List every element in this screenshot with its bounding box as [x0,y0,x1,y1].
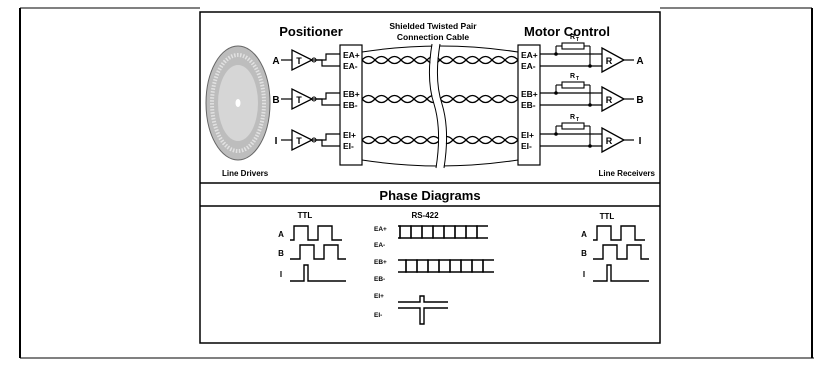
rs422-label-ei-neg: EI- [374,312,382,319]
pos-pin-left: EA+ [343,50,360,60]
cable-break-gap [429,43,447,169]
neg-pin-left: EI- [343,141,354,151]
pos-pin-left: EB+ [343,89,360,99]
ttl-wave-i [290,264,346,282]
pos-pin-left: EI+ [343,130,356,140]
driver-symbol: T [296,136,302,146]
junction-dot [588,144,592,148]
pos-pin-right: EI+ [521,130,534,140]
rs422-wave-eb-pos [398,259,494,273]
driver-symbol: T [296,56,302,66]
receiver-triangle [601,126,626,154]
cable-title-line2: Connection Cable [397,32,470,42]
receiver-symbol: R [606,56,613,66]
line-receivers-caption: Line Receivers [599,169,656,178]
driver-triangle [291,128,314,152]
termination-resistor [561,122,585,130]
encoder-disk [205,45,271,161]
rs422-wave-ei-neg [398,307,448,325]
neg-pin-left: EA- [343,61,358,71]
ttl-left-title: TTL [298,211,313,220]
ttl-label-b: B [581,249,587,258]
driver-out-neg [316,59,340,67]
driver-out-neg [316,139,340,147]
receiver-triangle [601,85,626,113]
resistor-subscript: T [576,76,579,82]
ttl-right-title: TTL [600,212,615,221]
receiver-triangle [601,46,626,74]
junction-dot [554,52,558,56]
resistor-label: R [570,34,575,41]
ttl-label-a: A [581,230,587,239]
cable-break-left [428,43,440,169]
driver-triangle [291,48,314,72]
rs422-label-eb-neg: EB- [374,276,385,283]
ttl-label-a: A [278,230,284,239]
twisted-wire-b [361,55,519,65]
ttl-wave-b [290,244,346,260]
neg-pin-left: EB- [343,100,358,110]
ttl-label-i: I [583,270,585,279]
pos-pin-right: EA+ [521,50,538,60]
output-label: I [639,136,642,147]
rs422-title: RS-422 [411,211,439,220]
receiver-symbol: R [606,136,613,146]
ttl-wave-a [593,225,645,241]
rs422-wave-ei-pos [398,295,448,303]
rs422-label-ea-negpos: EA+ [374,226,387,233]
resistor-label: R [570,73,575,80]
driver-out-neg [316,98,340,106]
neg-pin-right: EB- [521,100,536,110]
cable-title-line1: Shielded Twisted Pair [389,21,477,31]
junction-dot [588,64,592,68]
rs422-wave-ea-pos [398,225,488,239]
rs422-label-ea-neg: EA- [374,242,385,249]
motor-control-title: Motor Control [524,24,610,39]
ttl-wave-a [290,225,342,241]
driver-symbol: T [296,95,302,105]
output-label: A [636,56,643,67]
rs422-wave-ea-neg [398,225,488,239]
input-label: I [275,136,278,147]
resistor-subscript: T [576,117,579,123]
rs422-wave-eb-neg [398,259,494,273]
junction-dot [588,103,592,107]
phase-diagrams-title: Phase Diagrams [379,188,480,203]
termination-resistor [561,81,585,89]
neg-pin-right: EI- [521,141,532,151]
disk-hub [235,99,241,107]
resistor-subscript: T [576,37,579,43]
line-drivers-caption: Line Drivers [222,169,269,178]
ttl-label-b: B [278,249,284,258]
positioner-title: Positioner [279,24,343,39]
output-label: B [636,95,643,106]
ttl-wave-i [593,264,649,282]
ttl-wave-b [593,244,649,260]
ttl-label-i: I [280,270,282,279]
pos-pin-right: EB+ [521,89,538,99]
receiver-symbol: R [606,95,613,105]
junction-dot [554,132,558,136]
junction-dot [554,91,558,95]
termination-resistor [561,42,585,50]
neg-pin-right: EA- [521,61,536,71]
cable-break-right [436,43,448,169]
input-label: A [272,56,279,67]
input-label: B [272,95,279,106]
driver-triangle [291,87,314,111]
rs422-label-ei-negpos: EI+ [374,293,384,300]
rs422-label-eb-negpos: EB+ [374,259,387,266]
resistor-label: R [570,114,575,121]
